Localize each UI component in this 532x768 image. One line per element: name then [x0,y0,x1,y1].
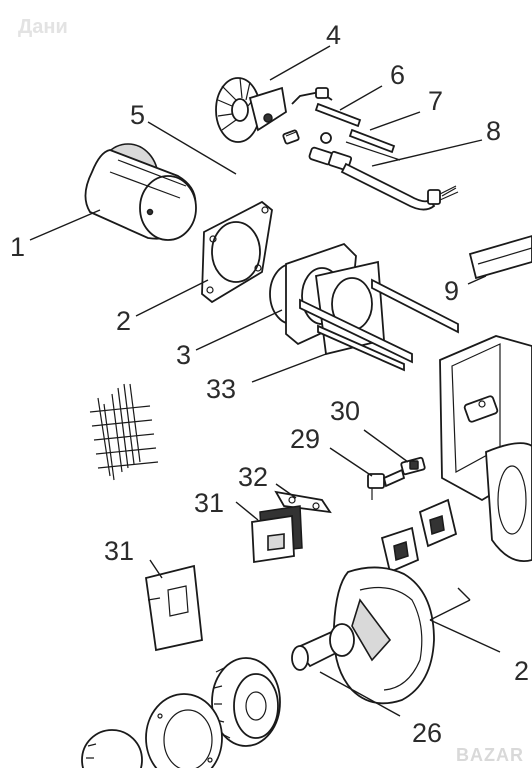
burner-body [439,335,532,562]
part-32-gasket-plate [274,490,332,514]
part-6-electrode [291,87,362,144]
label-part-31-upper: 31 [194,488,224,518]
lower-fan-wheel [211,657,281,747]
label-part-6: 6 [390,60,405,90]
leader-lines [29,45,501,717]
label-part-4: 4 [326,20,341,50]
label-part-31-lower: 31 [104,536,134,566]
label-part-1: 1 [10,232,25,262]
part-29-connector [367,468,406,500]
label-part-5: 5 [130,100,145,130]
part-4-fan-wheel [215,77,287,143]
part-5-screw [282,129,300,145]
label-part-3: 3 [176,340,191,370]
part-31-transformer-upper [251,505,303,564]
label-part-32: 32 [238,462,268,492]
lower-motor-gear [81,729,143,768]
brand-watermark: BAZAR [456,745,524,765]
part-1-motor-housing [84,143,197,241]
label-part-33: 33 [206,374,236,404]
label-part-26: 26 [412,718,442,748]
part-31-housing-box [144,564,203,652]
label-part-30: 30 [330,396,360,426]
label-part-8: 8 [486,116,501,146]
label-part-9: 9 [444,276,459,306]
air-shutter-disc [332,566,435,705]
watermark-text: Дани [18,16,68,38]
air-intake-grille [89,383,159,481]
relay-boxes [380,498,458,574]
label-part-2-lower: 2 [514,656,529,686]
part-33-rods [299,278,459,372]
lower-flange-plate [145,693,223,768]
part-26-shaft-coupling [291,623,355,671]
part-7-ignition-rod [345,128,401,161]
part-9-cover-plate [468,235,532,280]
label-part-2: 2 [116,306,131,336]
label-part-7: 7 [428,86,443,116]
part-8-nozzle-pipe [308,146,459,211]
part-2-flange-gasket [201,200,273,304]
part-labels: 4 6 5 7 8 1 2 9 3 33 30 29 32 31 31 2 26 [10,20,529,748]
label-part-29: 29 [290,424,320,454]
